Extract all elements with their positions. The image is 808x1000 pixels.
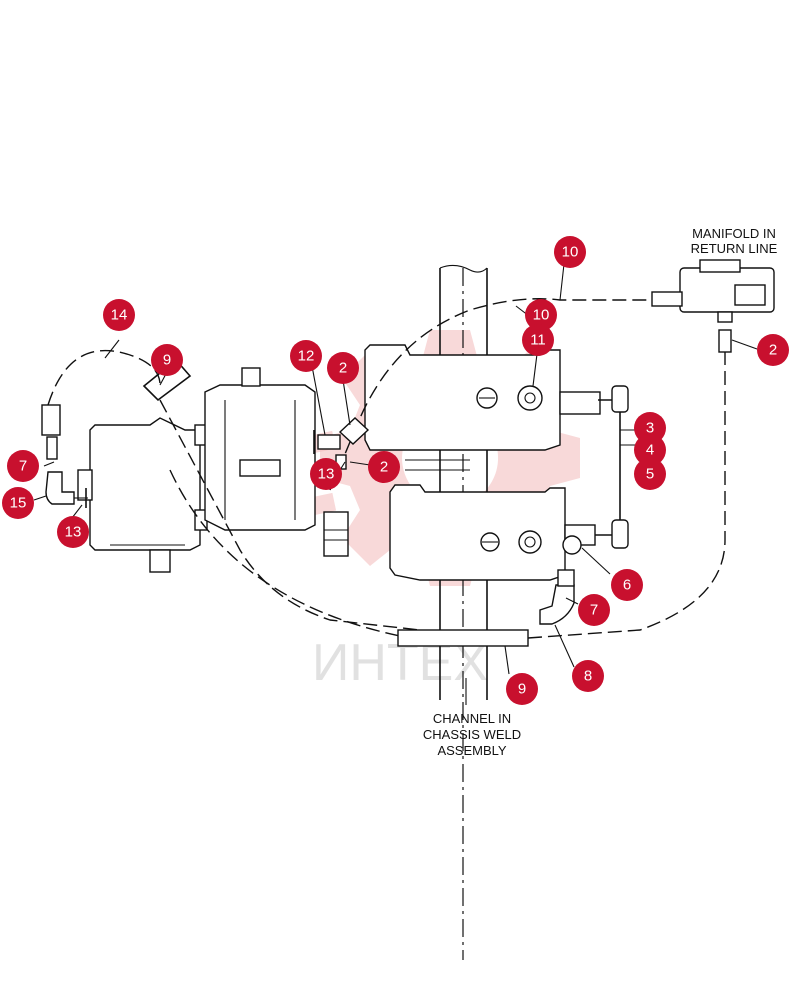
callout: 14	[103, 299, 135, 331]
svg-text:9: 9	[518, 681, 526, 698]
manifold-label-line-1: MANIFOLD IN	[692, 226, 776, 241]
svg-text:13: 13	[318, 466, 335, 483]
callout: 9	[151, 344, 183, 376]
svg-text:15: 15	[10, 495, 27, 512]
callout: 8	[572, 660, 604, 692]
callout: 2	[327, 352, 359, 384]
channel-label-line-1: CHANNEL IN	[433, 711, 511, 726]
manifold-label-line-2: RETURN LINE	[691, 241, 778, 256]
callout: 4	[634, 434, 666, 466]
channel-label: CHANNEL IN CHASSIS WELD ASSEMBLY	[423, 711, 521, 758]
valve-body	[323, 344, 601, 581]
svg-text:7: 7	[19, 458, 27, 475]
callout: 11	[522, 324, 554, 356]
callout: 2	[757, 334, 789, 366]
callout: 15	[2, 487, 34, 519]
leader-lines	[33, 305, 758, 675]
callout: 9	[506, 673, 538, 705]
channel-label-line-3: ASSEMBLY	[437, 743, 506, 758]
svg-text:9: 9	[163, 352, 171, 369]
svg-text:5: 5	[646, 466, 654, 483]
svg-text:4: 4	[646, 442, 654, 459]
hoses	[41, 254, 726, 647]
callout: 13	[310, 458, 342, 490]
svg-text:3: 3	[646, 420, 654, 437]
svg-text:10: 10	[533, 307, 550, 324]
callouts: 10 2 2 2 3 4 5 6 7 7 8 9 9 10 11 12 13 1…	[2, 236, 789, 705]
svg-text:13: 13	[65, 524, 82, 541]
callout: 3	[634, 412, 666, 444]
svg-text:8: 8	[584, 668, 592, 685]
callout: 10	[554, 236, 586, 268]
svg-text:12: 12	[298, 348, 315, 365]
svg-text:2: 2	[380, 459, 388, 476]
middle-pump	[204, 367, 316, 531]
callout: 6	[611, 569, 643, 601]
svg-text:2: 2	[339, 360, 347, 377]
manifold	[651, 259, 775, 353]
callout: 7	[578, 594, 610, 626]
left-pump	[77, 417, 208, 573]
svg-text:10: 10	[562, 244, 579, 261]
svg-text:6: 6	[623, 577, 631, 594]
svg-text:2: 2	[769, 342, 777, 359]
chassis-channel	[439, 264, 488, 960]
svg-text:14: 14	[111, 307, 128, 324]
callout: 5	[634, 458, 666, 490]
callout: 13	[57, 516, 89, 548]
callout: 12	[290, 340, 322, 372]
right-gauge-line	[595, 385, 637, 549]
callout: 7	[7, 450, 39, 482]
svg-text:11: 11	[530, 332, 546, 349]
channel-label-line-2: CHASSIS WELD	[423, 727, 521, 742]
callout: 10	[525, 299, 557, 331]
callout: 2	[368, 451, 400, 483]
manifold-label: MANIFOLD IN RETURN LINE	[691, 226, 778, 256]
svg-text:7: 7	[590, 602, 598, 619]
